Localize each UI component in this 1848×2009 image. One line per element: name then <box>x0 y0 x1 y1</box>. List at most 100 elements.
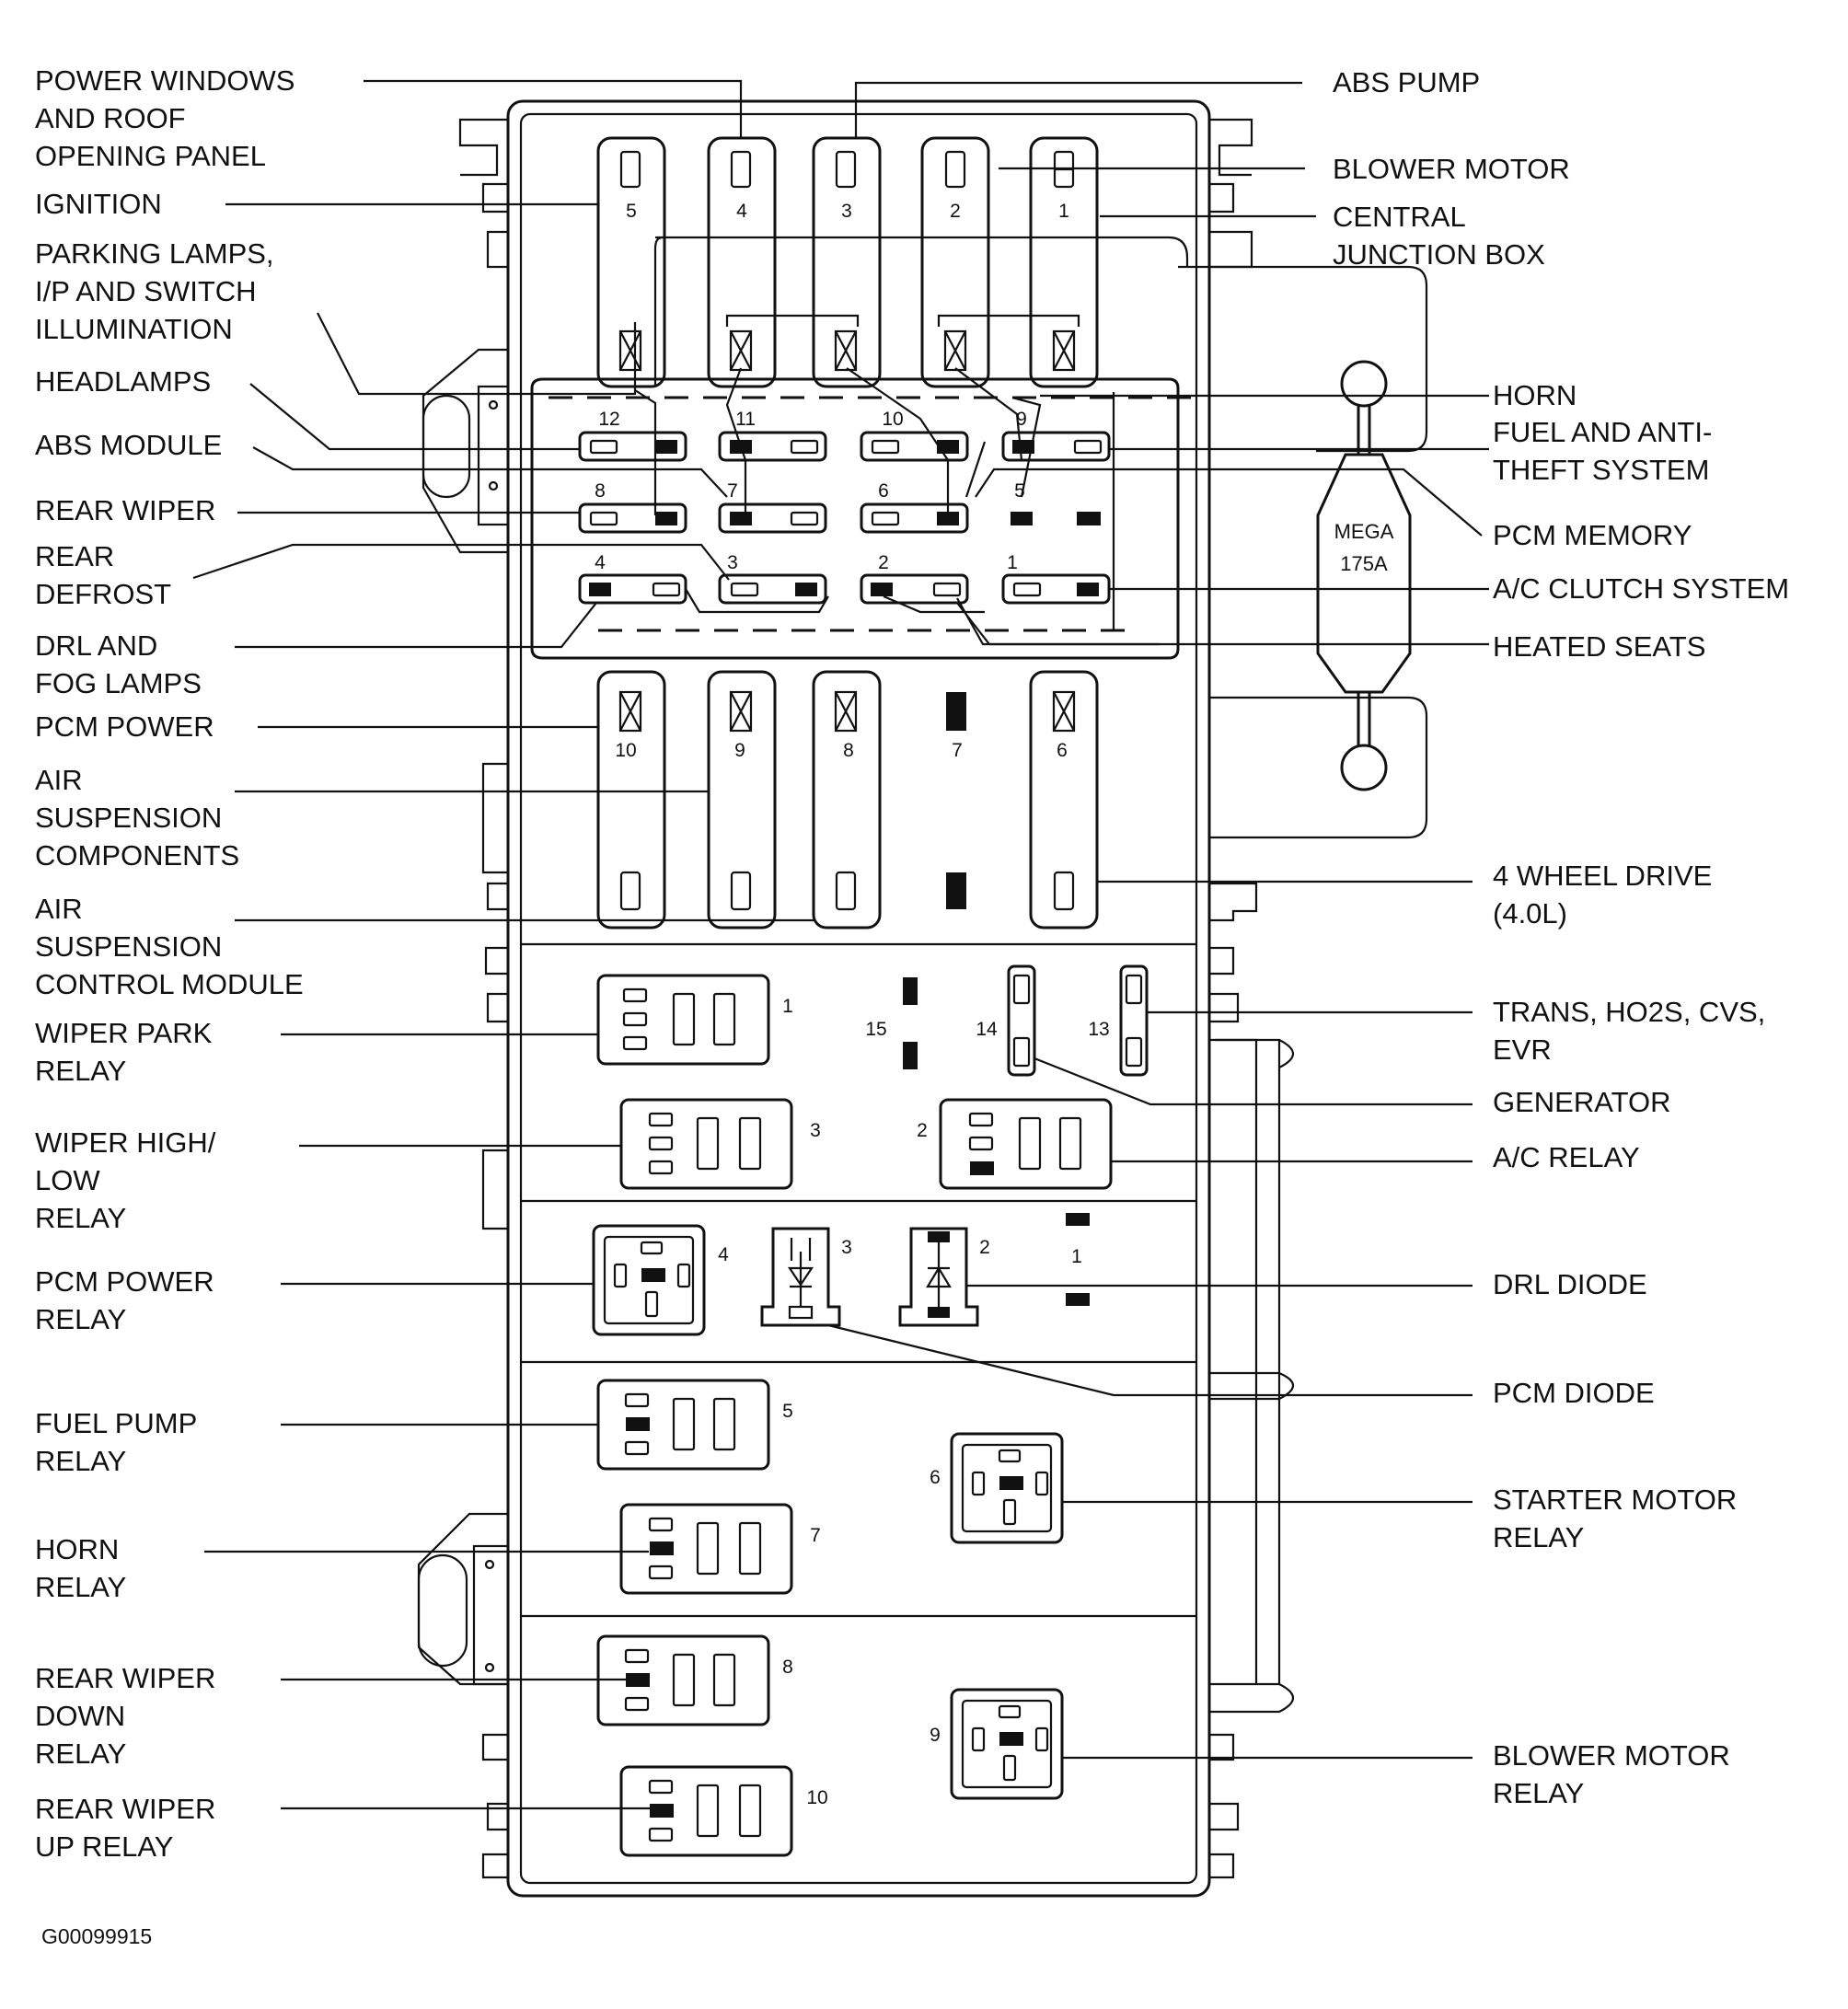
maxi-fuse-8-number: 8 <box>843 740 854 761</box>
maxi-fuse-2[interactable]: 2 <box>920 136 990 388</box>
small-fuses: 15 14 13 <box>865 964 1149 1077</box>
mini-fuse-3[interactable]: 3 <box>718 552 827 605</box>
relay-5-number: 5 <box>782 1401 793 1422</box>
mini-fuse-1[interactable]: 1 <box>1001 552 1111 605</box>
mini-fuse-5[interactable]: 5 <box>1011 480 1101 525</box>
maxi-fuse-4[interactable]: 4 <box>707 136 777 388</box>
mini-fuse-12[interactable]: 12 <box>578 409 687 462</box>
maxi-fuse-9[interactable]: 9 <box>707 670 777 929</box>
diode-2[interactable]: 2 <box>898 1227 990 1327</box>
label-drl-diode: DRL DIODE <box>1493 1268 1647 1300</box>
relay-7[interactable]: 7 <box>619 1503 821 1595</box>
label-rear-wiper: REAR WIPER <box>35 494 215 526</box>
maxi-fuse-4-number: 4 <box>736 201 747 222</box>
relay-4-number: 4 <box>718 1244 729 1265</box>
fuse-15[interactable]: 15 <box>865 977 918 1069</box>
label-pcm-power: PCM POWER <box>35 710 214 743</box>
maxi-fuse-8[interactable]: 8 <box>812 670 882 929</box>
mini-fuse-8[interactable]: 8 <box>578 480 687 534</box>
relay-2[interactable]: 2 <box>917 1098 1113 1190</box>
relay-1-number: 1 <box>782 996 793 1017</box>
mini-fuse-row-1: 12 11 10 9 <box>578 409 1111 462</box>
relay-4[interactable]: 4 <box>592 1224 729 1336</box>
relay-7-number: 7 <box>810 1525 821 1546</box>
fuse-13-number: 13 <box>1088 1019 1109 1040</box>
maxi-fuse-5-number: 5 <box>626 201 637 222</box>
maxi-fuse-1[interactable]: 1 <box>1029 136 1099 388</box>
label-fuel-anti-theft: FUEL AND ANTI-THEFT SYSTEM <box>1493 416 1712 486</box>
left-clips <box>458 118 508 1879</box>
fuse-14-number: 14 <box>976 1019 998 1040</box>
mini-fuse-11[interactable]: 11 <box>718 409 827 462</box>
maxi-fuse-6[interactable]: 6 <box>1029 670 1099 929</box>
relay-9[interactable]: 9 <box>930 1688 1064 1800</box>
mini-fuse-row-3: 4 3 2 1 <box>578 552 1111 605</box>
mini-fuse-7-number: 7 <box>727 480 738 502</box>
mini-fuse-4-number: 4 <box>595 552 606 573</box>
mini-fuse-5-number: 5 <box>1014 480 1025 502</box>
maxi-fuse-5[interactable]: 5 <box>596 136 666 388</box>
mini-fuse-panel <box>530 377 1196 660</box>
mega-fuse-bracket <box>653 236 1428 839</box>
left-mounting-bracket-top <box>422 348 510 554</box>
mini-fuse-2-number: 2 <box>878 552 889 573</box>
maxi-fuse-10[interactable]: 10 <box>596 670 666 929</box>
figure-code: G00099915 <box>41 1924 152 1948</box>
maxi-fuse-9-number: 9 <box>734 740 745 761</box>
label-abs-module: ABS MODULE <box>35 429 222 461</box>
relay-8-number: 8 <box>782 1657 793 1678</box>
diode-2-number: 2 <box>979 1237 990 1258</box>
relay-3-number: 3 <box>810 1120 821 1141</box>
mini-fuse-10[interactable]: 10 <box>860 409 969 462</box>
mini-fuse-2[interactable]: 2 <box>860 552 969 605</box>
label-ac-relay: A/C RELAY <box>1493 1141 1640 1173</box>
maxi-fuse-3[interactable]: 3 <box>812 136 882 388</box>
mini-fuse-4[interactable]: 4 <box>578 552 687 605</box>
mega-fuse-label-2: 175A <box>1340 552 1388 575</box>
label-four-wheel-drive: 4 WHEEL DRIVE(4.0L) <box>1493 860 1712 929</box>
relay-8[interactable]: 8 <box>596 1634 793 1726</box>
fuse-15-number: 15 <box>865 1019 886 1040</box>
label-generator: GENERATOR <box>1493 1086 1671 1118</box>
label-heated-seats: HEATED SEATS <box>1493 630 1705 663</box>
diode-1[interactable]: 1 <box>1066 1213 1090 1306</box>
maxi-fuse-7[interactable]: 7 <box>946 692 966 909</box>
maxi-fuse-2-number: 2 <box>950 201 961 222</box>
relay-5[interactable]: 5 <box>596 1379 793 1471</box>
relay-6[interactable]: 6 <box>930 1432 1064 1544</box>
diode-1-number: 1 <box>1071 1246 1082 1267</box>
mini-fuse-6[interactable]: 6 <box>860 480 969 534</box>
fuse-14[interactable]: 14 <box>976 964 1036 1077</box>
mini-fuse-11-number: 11 <box>735 409 756 430</box>
relay-6-number: 6 <box>930 1467 941 1488</box>
relay-3[interactable]: 3 <box>619 1098 821 1190</box>
mini-fuse-3-number: 3 <box>727 552 738 573</box>
diode-3[interactable]: 3 <box>760 1227 852 1327</box>
mini-fuse-9[interactable]: 9 <box>1001 409 1111 462</box>
relay-10[interactable]: 10 <box>619 1765 828 1857</box>
label-trans-ho2s: TRANS, HO2S, CVS,EVR <box>1493 996 1765 1066</box>
mega-fuse-label-1: MEGA <box>1334 520 1394 543</box>
mini-fuse-7[interactable]: 7 <box>718 480 827 534</box>
maxi-fuse-6-number: 6 <box>1057 740 1068 761</box>
fuse-13[interactable]: 13 <box>1088 964 1149 1077</box>
maxi-fuse-1-number: 1 <box>1058 201 1069 222</box>
maxi-fuse-7-number: 7 <box>952 740 963 761</box>
label-blower-motor: BLOWER MOTOR <box>1333 153 1570 185</box>
label-abs-pump: ABS PUMP <box>1333 66 1480 98</box>
relay-1[interactable]: 1 <box>596 974 793 1066</box>
mini-fuse-10-number: 10 <box>882 409 903 430</box>
right-clips <box>1209 118 1258 1879</box>
